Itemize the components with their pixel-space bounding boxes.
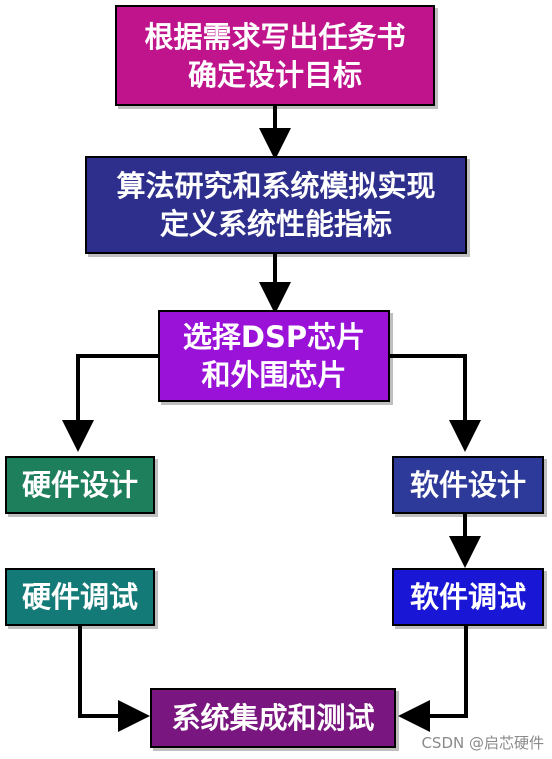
arrow-hw-debug-to-integration [78,626,150,732]
csdn-watermark: CSDN @启芯硬件 [421,734,544,752]
algorithm-node-line2: 定义系统性能指标 [159,207,392,241]
task-node-line1: 根据需求写出任务书 [144,19,406,54]
integration-test-node: 系统集成和测试 [150,688,396,748]
arrow-dsp-to-sw-design [390,354,481,452]
task-node: 根据需求写出任务书 确定设计目标 [115,5,435,106]
dsp-selection-node-line1: 选择DSP芯片 [182,320,366,354]
software-debug-node: 软件调试 [392,568,544,626]
algorithm-node-line1: 算法研究和系统模拟实现 [116,169,436,203]
software-debug-node-label: 软件调试 [409,580,526,614]
hardware-design-node: 硬件设计 [5,456,155,514]
dsp-selection-node: 选择DSP芯片 和外围芯片 [158,310,390,402]
software-design-node: 软件设计 [392,456,544,514]
software-design-node-label: 软件设计 [409,468,526,502]
dsp-selection-node-line2: 和外围芯片 [201,358,347,392]
hardware-debug-node: 硬件调试 [5,568,155,626]
integration-test-node-label: 系统集成和测试 [171,701,375,735]
arrow-sw-debug-to-integration [398,626,468,732]
hardware-debug-node-label: 硬件调试 [21,580,138,614]
task-node-line2: 确定设计目标 [187,57,362,92]
algorithm-node: 算法研究和系统模拟实现 定义系统性能指标 [85,156,467,254]
arrow-dsp-to-hw-design [62,354,158,452]
hardware-design-node-label: 硬件设计 [21,468,138,502]
